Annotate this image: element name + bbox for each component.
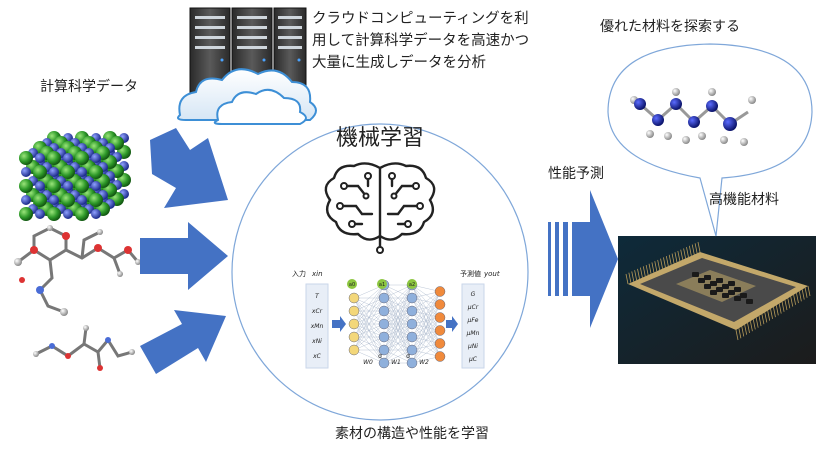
nn-input-3: xNi [311, 338, 322, 345]
nn-output-2: μFe [467, 317, 479, 324]
nn-weight-1: W1 [391, 359, 401, 366]
nn-node [406, 331, 418, 343]
nn-activation-node [377, 279, 387, 289]
nn-input-1: xCr [311, 308, 323, 315]
nn-node [348, 344, 360, 356]
arrow-middle [140, 222, 228, 290]
nn-sigma-0: σ [378, 353, 382, 360]
nn-activation-node [347, 279, 357, 289]
nn-in-arrow [332, 316, 346, 332]
nn-node [348, 318, 360, 330]
nn-node [434, 351, 446, 362]
cloud-caption-line-2: 用して計算科学データを高速かつ [312, 33, 530, 49]
nn-weight-2: W2 [419, 359, 429, 366]
performance-prediction-label: 性能予測 [548, 166, 604, 182]
nn-input-symbol: xin [311, 270, 323, 278]
nn-node [406, 357, 418, 369]
nn-node [406, 292, 418, 304]
nn-out-arrow [446, 316, 458, 332]
nn-node [378, 292, 390, 304]
nn-weight-0: W0 [363, 359, 373, 366]
cloud-caption: クラウドコンピューティングを利 用して計算科学データを高速かつ 大量に生成しデー… [312, 8, 562, 74]
nn-input-0: T [315, 293, 320, 300]
high-performance-material-label: 高機能材料 [709, 192, 779, 208]
nn-output-4: μNi [467, 343, 478, 350]
learning-caption: 素材の構造や性能を学習 [335, 426, 489, 442]
nn-node [434, 338, 446, 349]
nn-node [434, 325, 446, 336]
nn-node [378, 331, 390, 343]
nn-node [348, 331, 360, 343]
nn-output-symbol: yout [483, 270, 500, 278]
nn-input-2: xMn [310, 323, 324, 330]
molecule-2-icon [33, 325, 135, 371]
nn-node [378, 344, 390, 356]
material-search-bubble [607, 43, 813, 237]
computational-data-label: 計算科学データ [40, 79, 138, 95]
nn-sigma-1: σ [406, 353, 410, 360]
nn-output-label: 予測値 [460, 269, 481, 278]
arrow-bottom [140, 310, 226, 374]
nn-input-label: 入力 [292, 269, 306, 278]
nn-node [434, 299, 446, 310]
crystal-lattice-icon [19, 131, 131, 221]
nn-activation-1: a1 [379, 282, 385, 288]
nn-node [434, 286, 446, 297]
cloud-icon [177, 68, 317, 125]
molecule-1-icon [14, 225, 141, 316]
nn-node [378, 357, 390, 369]
nn-node [434, 312, 446, 323]
nn-output-box [461, 283, 485, 369]
nn-node [406, 305, 418, 317]
nn-node [406, 344, 418, 356]
molecule-3-icon [630, 88, 756, 146]
nn-input-4: xC [312, 353, 322, 360]
nn-node [406, 318, 418, 330]
nn-output-3: μMn [466, 330, 480, 337]
nn-node [348, 305, 360, 317]
nn-output-5: μC [468, 356, 478, 363]
nn-output-1: μCr [467, 304, 479, 311]
cloud-caption-line-3: 大量に生成しデータを分析 [312, 55, 486, 71]
cloud-caption-line-1: クラウドコンピューティングを利 [312, 11, 529, 27]
material-search-label: 優れた材料を探索する [600, 19, 740, 35]
arrow-top [150, 128, 228, 208]
input-arrows [140, 128, 228, 374]
nn-activation-2: a2 [409, 282, 415, 288]
brain-circuit-nodes [336, 172, 424, 254]
prediction-arrow [548, 190, 618, 328]
nn-input-box [305, 283, 329, 369]
machine-learning-title: 機械学習 [336, 126, 425, 151]
nn-activation-0: a0 [349, 282, 355, 288]
nn-node [378, 318, 390, 330]
cpu-chip-image [618, 236, 816, 364]
nn-node [348, 292, 360, 304]
nn-output-0: G [471, 291, 476, 298]
nn-node [378, 305, 390, 317]
nn-activation-node [407, 279, 417, 289]
